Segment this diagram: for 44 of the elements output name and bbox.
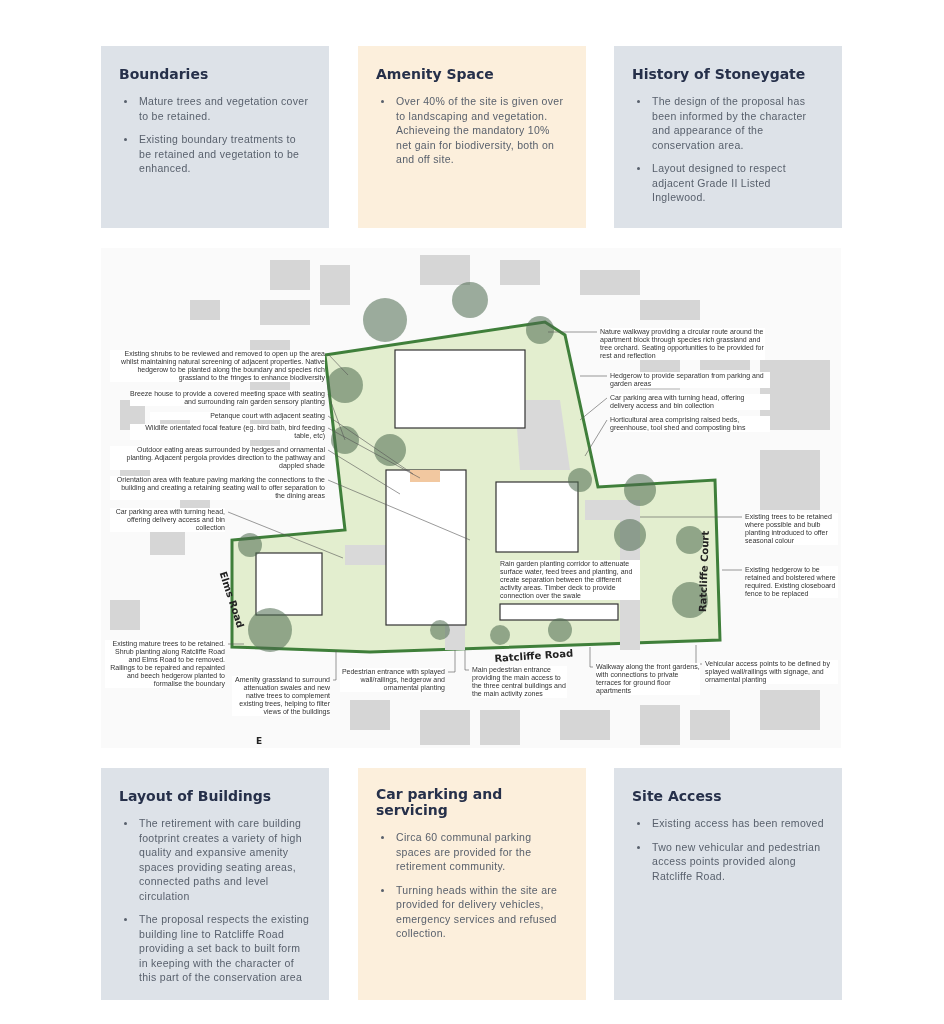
leader-line <box>227 511 344 559</box>
leader-line <box>327 449 401 495</box>
road-label: E <box>256 736 263 746</box>
info-card <box>614 46 842 228</box>
leader-line <box>447 649 456 673</box>
leader-line <box>332 649 337 681</box>
leader-line <box>227 643 245 645</box>
leader-line <box>589 646 594 668</box>
info-card <box>101 768 329 1000</box>
leader-line <box>639 516 743 518</box>
card-heading: Boundaries <box>119 66 209 82</box>
info-card <box>358 768 586 1000</box>
leader-line <box>464 649 470 671</box>
bullet-text: Existing boundary treatments to be retained and vegetation to be enhanced. <box>139 133 300 174</box>
bullet-text: Turning heads within the site are provided for delivery vehicles, emergency services and refused collection. <box>396 883 558 939</box>
leader-line <box>579 375 608 377</box>
road-label: Ratcliffe Road <box>494 647 574 664</box>
card-heading: History of Stoneygate <box>632 66 806 82</box>
card-heading: Layout of Buildings <box>119 788 272 804</box>
card-heading: Site Access <box>632 788 722 804</box>
info-card <box>358 46 586 228</box>
card-heading: Car parking and servicing <box>376 786 504 818</box>
bullet-text: Circa 60 communal parking spaces are provided for the retirement community. <box>396 831 532 872</box>
bullet-text: The retirement with care building footprint creates a variety of high quality and expansive amenity spaces providing seating areas, connected paths and level circulation <box>139 817 302 902</box>
leader-line <box>721 569 743 571</box>
leader-line <box>579 397 608 421</box>
leader-line <box>547 331 598 333</box>
bullet-text: Two new vehicular and pedestrian access points provided along Ratcliffe Road. <box>652 840 821 882</box>
bullet-text: Existing access has been removed <box>652 817 824 829</box>
info-card <box>614 768 842 1000</box>
bullet-text: Over 40% of the site is given over to landscaping and vegetation. Achieveing the mandatory 10% net gain for biodiversity, both on and off site. <box>396 95 564 165</box>
leader-line <box>327 415 414 475</box>
road-label: Elms Road <box>217 570 247 630</box>
bullet-text: The proposal respects the existing building line to Ratcliffe Road providing a set back to built form in keeping with the character of this part of the conservation area <box>139 913 310 983</box>
leader-line <box>327 393 346 441</box>
leader-line <box>584 419 608 457</box>
road-label: Ratcliffe Court <box>697 530 711 613</box>
bullet-text: Mature trees and vegetation cover to be retained. <box>139 95 309 122</box>
info-card <box>101 46 329 228</box>
leader-line <box>327 479 471 541</box>
bullet-text: Layout designed to respect adjacent Grade II Listed Inglewood. <box>652 162 786 203</box>
bullet-text: The design of the proposal has been informed by the character and appearance of the conservation area. <box>652 95 807 151</box>
leader-line <box>327 427 421 479</box>
card-heading: Amenity Space <box>376 66 494 82</box>
